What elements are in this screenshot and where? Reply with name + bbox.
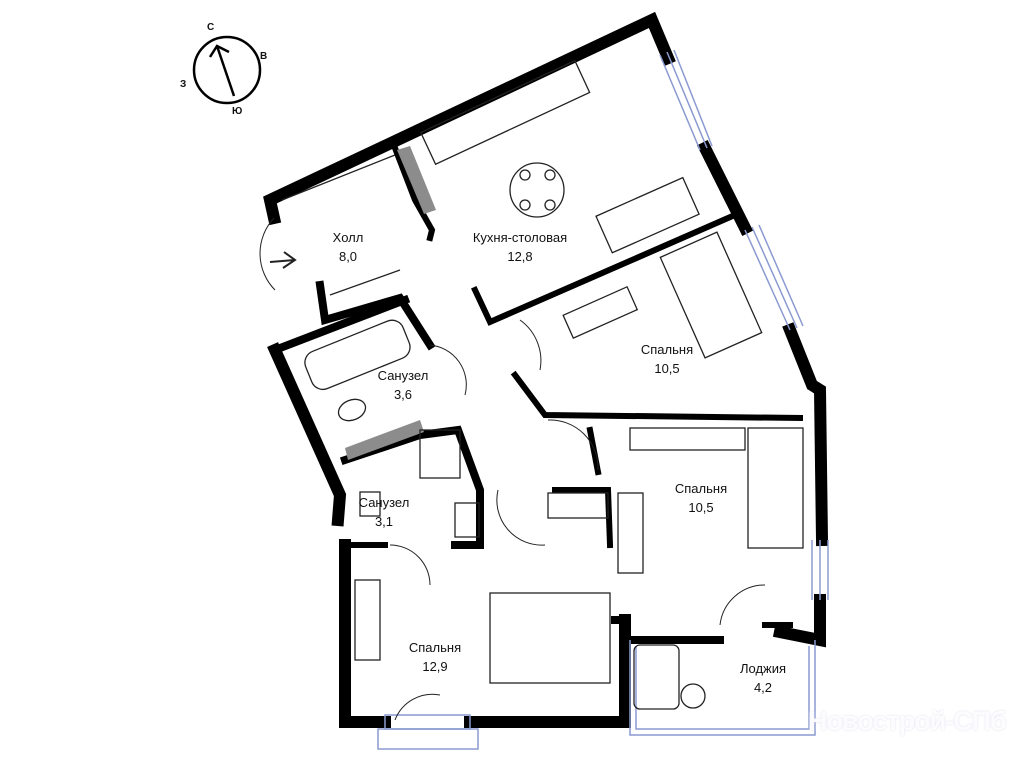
room-area: 10,5 [654,361,680,376]
room-name: Санузел [377,368,429,383]
room-area: 4,2 [753,680,773,695]
wardrobe-icon [547,492,609,519]
room-loggia: Лоджия 4,2 [740,659,786,697]
room-name: Спальня [408,640,462,655]
compass-icon [192,35,262,105]
compass-west: З [180,79,187,90]
shaft [397,146,436,214]
room-kitchen: Кухня-столовая 12,8 [473,228,567,266]
room-name: Спальня [640,342,694,357]
armchair-icon [633,644,680,710]
room-name: Спальня [674,481,728,496]
wardrobe-icon [629,427,746,451]
room-name: Кухня-столовая [472,230,568,245]
compass-south: Ю [232,106,243,117]
bed-icon [747,427,804,549]
dining-table-icon [509,162,565,218]
room-bedroom-1: Спальня 10,5 [641,340,693,378]
washer-icon [454,502,480,538]
bed-icon [489,592,611,684]
kitchen-counter [419,59,591,166]
room-area: 10,5 [688,500,714,515]
room-name: Лоджия [739,661,787,676]
room-bathroom-2: Санузел 3,1 [359,493,410,531]
room-name: Холл [332,230,364,245]
shower-icon [419,429,461,479]
bed-icon [659,231,763,359]
entrance-arrow-icon [269,251,297,269]
room-area: 12,9 [422,659,448,674]
room-area: 12,8 [507,249,533,264]
room-hall: Холл 8,0 [333,228,364,266]
walls [263,11,829,728]
room-area: 3,6 [393,387,413,402]
doors [259,217,766,721]
shaft [345,420,424,460]
watermark: Новострой-СПб [808,706,1007,736]
sink-icon [359,491,381,517]
furniture [281,59,804,710]
desk-icon [562,285,639,339]
windows [377,49,829,750]
room-area: 3,1 [374,514,394,529]
compass-north: С [207,22,215,33]
bathtub-icon [304,319,411,391]
table-icon [680,683,706,709]
toilet-icon [337,398,367,422]
room-name: Санузел [358,495,410,510]
room-bathroom-1: Санузел 3,6 [378,366,429,404]
room-bedroom-2: Спальня 10,5 [675,479,727,517]
room-bedroom-3: Спальня 12,9 [409,638,461,676]
sofa-icon [595,176,700,254]
compass-east: В [260,51,268,62]
desk-icon [354,579,381,661]
room-area: 8,0 [338,249,358,264]
desk-icon [617,492,644,574]
